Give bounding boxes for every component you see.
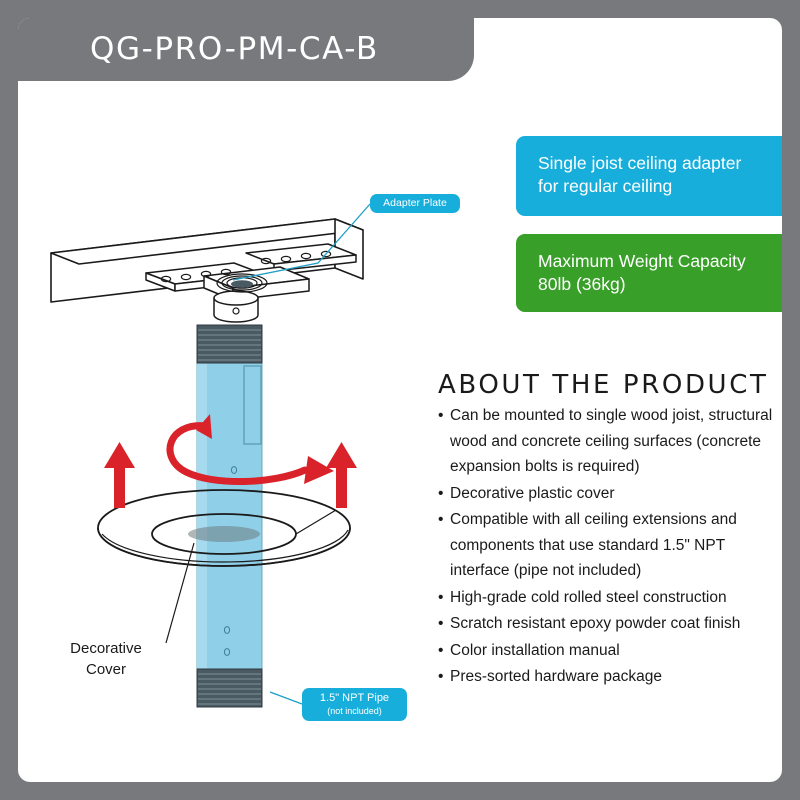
list-item: Scratch resistant epoxy powder coat fini…: [438, 611, 778, 637]
label-npt-pipe-line-1: 1.5" NPT Pipe: [319, 692, 390, 704]
list-item: Compatible with all ceiling extensions a…: [438, 507, 778, 584]
threaded-bore: [216, 273, 268, 293]
list-item: High-grade cold rolled steel constructio…: [438, 585, 778, 611]
list-item: Pres-sorted hardware package: [438, 664, 778, 690]
leader-line-adapter-plate: [232, 203, 371, 281]
label-adapter-plate: Adapter Plate: [370, 194, 460, 213]
rotation-arrow: [166, 422, 309, 485]
product-feature-list: Can be mounted to single wood joist, str…: [438, 403, 778, 691]
callout-blue-line-2: for regular ceiling: [538, 176, 673, 196]
set-screw: [232, 307, 240, 315]
label-npt-pipe: 1.5" NPT Pipe (not included): [302, 688, 407, 721]
about-the-product-heading: ABOUT THE PRODUCT: [438, 370, 769, 400]
label-decorative-cover-line-1: Decorative: [70, 640, 142, 657]
leader-line-decorative-cover: [165, 542, 195, 644]
rotation-arrow-tail-head: [196, 414, 212, 439]
label-decorative-cover: Decorative Cover: [46, 638, 166, 680]
label-decorative-cover-line-2: Cover: [85, 661, 126, 678]
rotation-arrow-head: [304, 456, 334, 484]
list-item: Color installation manual: [438, 638, 778, 664]
title-banner: QG-PRO-PM-CA-B: [18, 18, 474, 81]
callout-blue-line-1: Single joist ceiling adapter: [538, 153, 742, 173]
list-item: Decorative plastic cover: [438, 481, 778, 507]
up-arrow-right: [326, 442, 357, 508]
pipe-threads-top: [198, 329, 261, 361]
callout-weight-capacity: Maximum Weight Capacity 80lb (36kg): [516, 234, 782, 312]
callout-green-line-2: 80lb (36kg): [538, 274, 626, 294]
decorative-cover-illustration: [97, 489, 351, 567]
bore-hole: [231, 280, 253, 288]
list-item: Can be mounted to single wood joist, str…: [438, 403, 778, 480]
bolt-holes: [160, 250, 332, 283]
callout-single-joist: Single joist ceiling adapter for regular…: [516, 136, 782, 216]
label-npt-pipe-line-2: (not included): [327, 706, 382, 716]
pipe-slot: [243, 365, 262, 445]
cover-shadow: [188, 526, 260, 542]
product-diagram: [50, 203, 371, 708]
page-title: QG-PRO-PM-CA-B: [90, 31, 379, 67]
white-content-panel: QG-PRO-PM-CA-B Single joist ceiling adap…: [18, 18, 782, 782]
pipe-threads-bottom: [198, 673, 261, 705]
callout-green-line-1: Maximum Weight Capacity: [538, 251, 746, 271]
up-arrow-left: [104, 442, 135, 508]
leader-line-npt-pipe: [269, 691, 303, 705]
